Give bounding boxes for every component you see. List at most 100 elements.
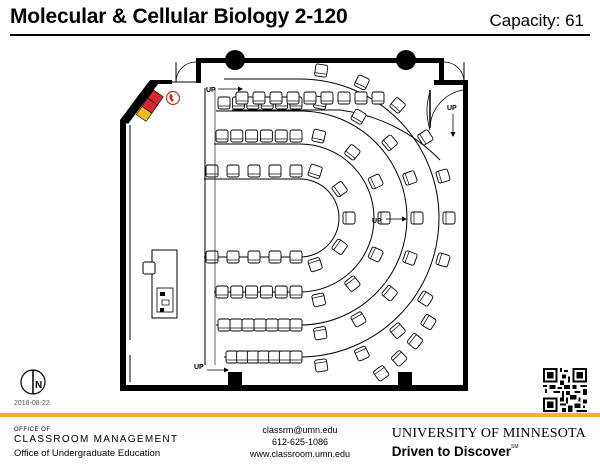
seat [245,129,259,143]
seat [342,211,356,225]
up-label: UP [194,364,204,371]
seat [331,238,348,255]
seat [314,63,329,78]
svg-text:N: N [35,380,42,391]
seat [331,181,348,198]
seat [225,350,239,364]
accessible-seats [135,89,164,122]
seat [268,250,282,264]
seat [217,96,231,110]
seat [289,285,303,299]
seat [337,91,351,105]
seat [205,250,219,264]
seat [417,129,434,146]
seat [402,170,418,186]
seat [389,97,406,114]
header-rule [10,34,590,36]
phone-number: 612-625-1086 [271,437,329,447]
seat [245,285,259,299]
contact-info: classrm@umn.edu 612-625-1086 www.classro… [230,424,370,460]
desk-row [214,143,375,293]
seat [236,350,250,364]
seat [391,350,408,367]
seat [344,275,361,292]
door-icon[interactable] [175,61,197,83]
seat [289,318,303,332]
seat [215,285,229,299]
footer-accent-rule [0,413,600,417]
seat [259,285,273,299]
seat [417,290,434,307]
page-title: Molecular & Cellular Biology 2-120 [10,5,348,28]
up-label: UP [206,87,216,94]
seat [367,246,384,263]
seats [205,63,456,382]
seat [226,250,240,264]
seat [435,252,451,268]
seat [307,163,323,179]
seat [265,318,279,332]
seat [253,318,267,332]
seat [344,144,361,161]
seat [277,318,291,332]
seat [217,318,231,332]
seat [313,326,328,341]
seat [381,285,398,302]
seat [205,164,219,178]
seat [241,318,255,332]
seat [289,129,303,143]
qr-code[interactable] [543,368,587,412]
room-walls [120,50,468,391]
seat [286,91,300,105]
seat [442,211,456,225]
capacity-label: Capacity: 61 [489,11,585,30]
seat [289,164,303,178]
seat [257,350,271,364]
seat [230,285,244,299]
seat [354,91,368,105]
seat [268,164,282,178]
seat [289,250,303,264]
seat [410,211,424,225]
seat [435,168,451,184]
door-icon[interactable] [426,89,464,131]
seat [269,91,283,105]
website-link[interactable]: www.classroom.umn.edu [249,449,351,459]
lectern-icon [142,249,178,319]
seat [314,358,329,373]
seat [406,333,424,350]
seat [402,250,418,266]
seat [311,292,326,308]
seat [311,128,326,144]
plan-date: 2018-08-22 [14,400,50,407]
seat [381,134,398,151]
seat [303,91,317,105]
email-link[interactable]: classrm@umn.edu [262,425,338,435]
seat [215,129,229,143]
seat [230,129,244,143]
north-arrow-icon: N [20,369,46,395]
seat [278,350,292,364]
door-icon[interactable] [443,61,465,83]
seat [373,365,390,382]
seat [420,314,437,331]
up-label: UP [447,105,457,112]
seat [371,91,385,105]
seat [367,173,384,190]
seat [235,91,249,105]
desk-row [204,178,340,258]
seat [247,164,261,178]
university-logo: UNIVERSITY OF MINNESOTA Driven to Discov… [391,426,586,459]
seat [226,164,240,178]
seat [274,129,288,143]
seat [354,345,370,362]
seat [377,211,391,225]
desk-row [216,110,408,326]
seat [274,285,288,299]
seat [389,322,406,339]
seat [247,250,261,264]
phone-icon[interactable] [165,90,181,106]
seat [252,91,266,105]
seat [268,350,282,364]
